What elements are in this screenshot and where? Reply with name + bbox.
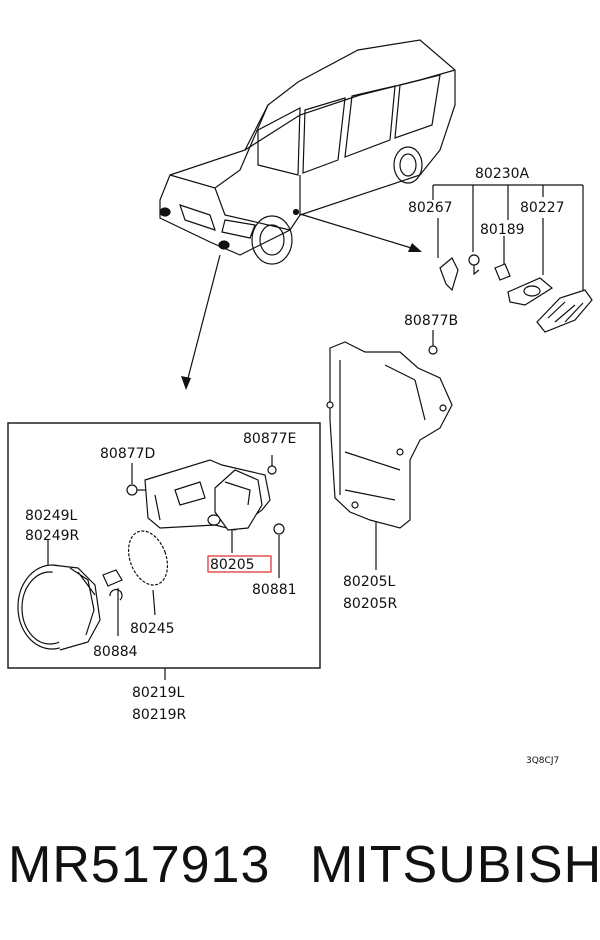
label-80205l: 80205L bbox=[343, 574, 396, 590]
vehicle-illustration bbox=[159, 39, 456, 265]
label-80877e: 80877E bbox=[243, 431, 296, 447]
label-80205r: 80205R bbox=[343, 596, 398, 612]
side-marker-group bbox=[432, 184, 593, 333]
label-80877d: 80877D bbox=[100, 446, 155, 462]
foglamp-assembly-box bbox=[7, 422, 321, 680]
label-80245: 80245 bbox=[130, 621, 175, 637]
bracket-80205lr bbox=[326, 330, 453, 570]
label-80884: 80884 bbox=[93, 644, 138, 660]
label-80230a: 80230A bbox=[475, 166, 530, 182]
label-80881: 80881 bbox=[252, 582, 297, 598]
label-80219r: 80219R bbox=[132, 707, 187, 723]
pointer-arrows bbox=[181, 213, 422, 390]
label-80219l: 80219L bbox=[132, 685, 185, 701]
label-80205: 80205 bbox=[210, 557, 255, 573]
foglamp-parts bbox=[17, 455, 285, 651]
label-80189: 80189 bbox=[480, 222, 525, 238]
diagram-code: 3Q8CJ7 bbox=[526, 756, 559, 766]
parts-diagram: 80230A 80267 80227 80189 80877B 80877D 8… bbox=[7, 39, 593, 766]
label-80877b: 80877B bbox=[404, 313, 458, 329]
footer: MR517913 MITSUBISHI bbox=[0, 830, 600, 910]
label-80227: 80227 bbox=[520, 200, 565, 216]
highlight-box bbox=[207, 555, 272, 573]
label-80267: 80267 bbox=[408, 200, 453, 216]
brand-name: MITSUBISHI bbox=[310, 836, 600, 894]
label-80249l: 80249L bbox=[25, 508, 78, 524]
part-number: MR517913 bbox=[8, 836, 271, 894]
label-80249r: 80249R bbox=[25, 528, 80, 544]
